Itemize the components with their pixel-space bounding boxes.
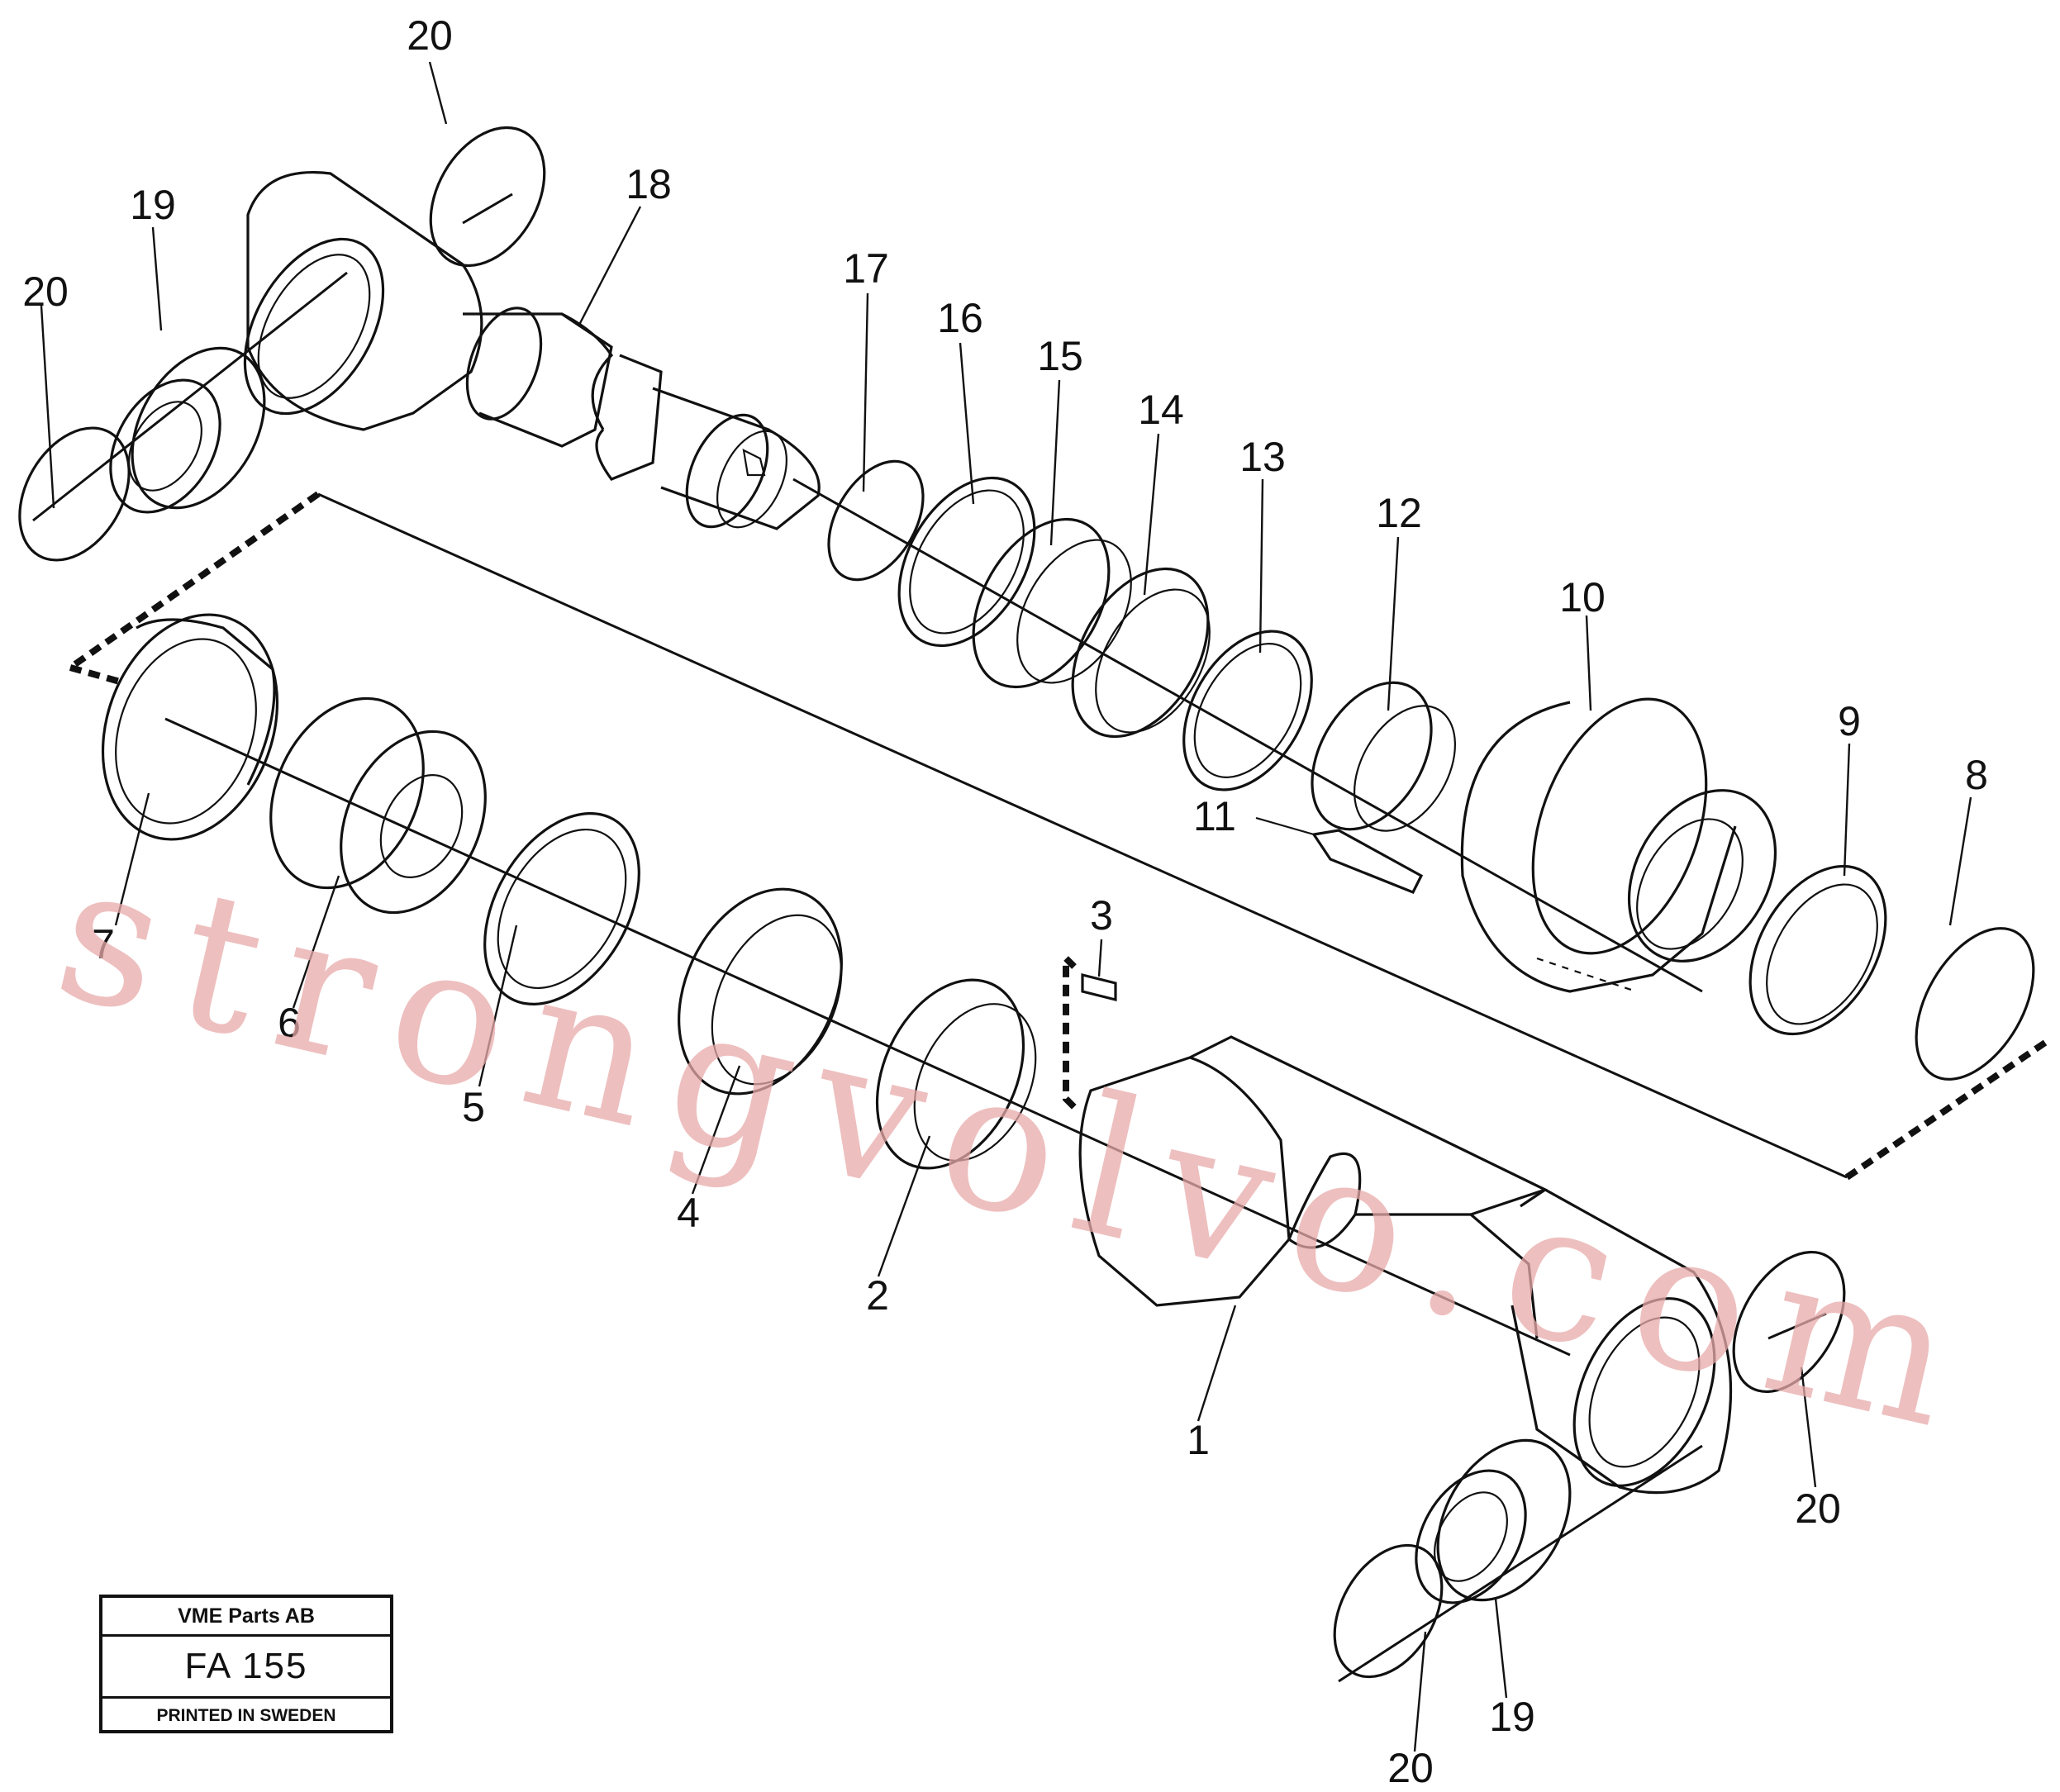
- callout-12: 12: [1376, 490, 1422, 536]
- callout-6: 6: [278, 1000, 301, 1046]
- callout-9: 9: [1838, 698, 1861, 744]
- callout-3: 3: [1090, 892, 1113, 939]
- callout-11: 11: [1193, 793, 1236, 839]
- callout-20-bottom: 20: [1387, 1745, 1434, 1791]
- cylinder-tube-assembly: [101, 613, 1846, 1683]
- dashed-assembly-frame: [68, 491, 2048, 1181]
- watermark-text: strongvolvo.com: [40, 820, 1996, 1476]
- callout-4: 4: [677, 1190, 700, 1236]
- callout-5: 5: [462, 1084, 485, 1130]
- leader-lines: [40, 61, 1972, 1752]
- title-block-printed: PRINTED IN SWEDEN: [156, 1706, 336, 1725]
- callout-14: 14: [1138, 387, 1184, 433]
- callout-10: 10: [1559, 574, 1606, 620]
- cylinder-head: [1255, 697, 2035, 1081]
- callout-1: 1: [1187, 1417, 1210, 1463]
- callout-2: 2: [866, 1272, 889, 1319]
- callout-20-right: 20: [1795, 1485, 1841, 1532]
- callout-16: 16: [937, 295, 983, 341]
- callout-13: 13: [1239, 434, 1286, 480]
- callout-8: 8: [1965, 752, 1988, 798]
- callout-20-left: 20: [22, 269, 69, 315]
- callout-15: 15: [1037, 333, 1083, 379]
- callout-19-top: 19: [130, 182, 176, 228]
- callout-labels: 20 19 20 18 17 16 15 14 13 12 10 11 9 8 …: [22, 12, 1988, 1791]
- title-block-code: FA 155: [102, 1637, 390, 1699]
- callout-7: 7: [92, 921, 115, 967]
- callout-19-bottom: 19: [1489, 1694, 1535, 1740]
- title-block: VME Parts AB FA 155 PRINTED IN SWEDEN: [99, 1595, 393, 1733]
- callout-17: 17: [843, 245, 889, 292]
- piston-rod-assembly: [18, 126, 1703, 993]
- seal-stack: [827, 459, 1457, 832]
- callout-20-top: 20: [407, 12, 453, 59]
- title-block-company: VME Parts AB: [102, 1598, 390, 1637]
- callout-18: 18: [626, 161, 672, 207]
